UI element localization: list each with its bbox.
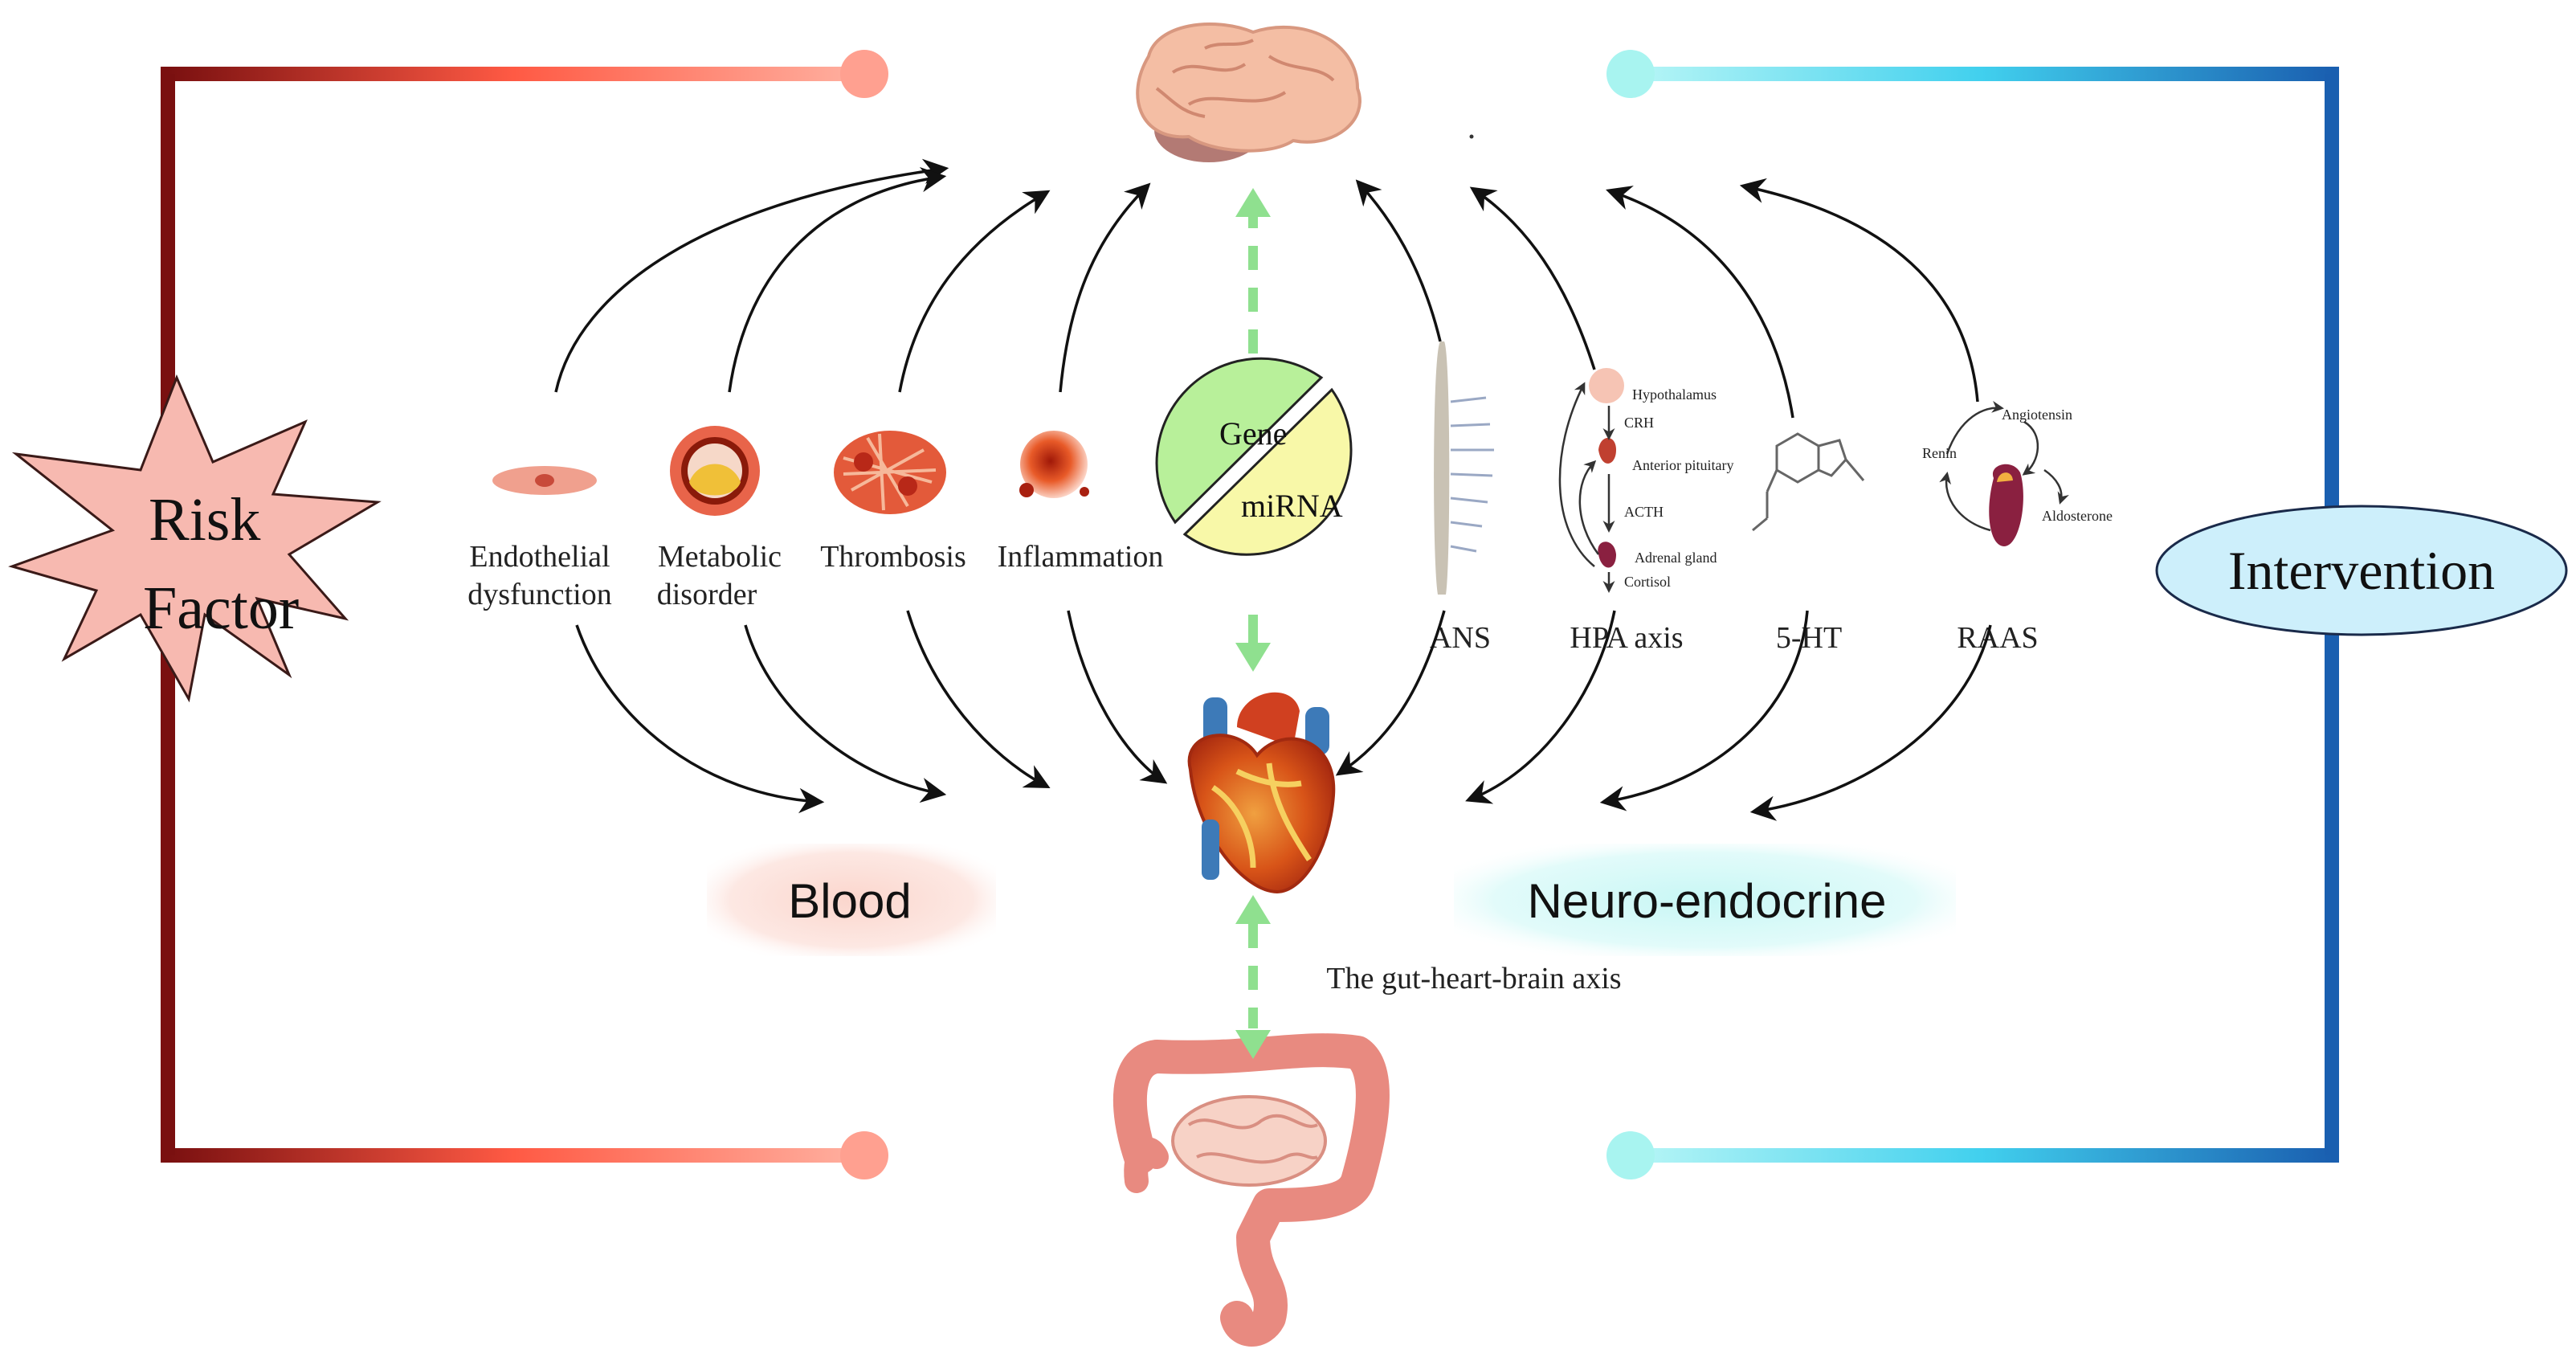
endothelial-label-line1: Endothelial <box>469 540 610 574</box>
metabolic-label-line2: disorder <box>657 578 757 611</box>
risk-factor-starburst: Risk Factor <box>8 374 382 703</box>
gene-label: Gene <box>1219 415 1287 452</box>
arrow-thrombosis-to-brain <box>898 190 1051 393</box>
risk-frame-bottom-dot <box>840 1131 888 1179</box>
risk-factor-label-line1: Risk <box>149 486 260 554</box>
arrow-hpa-to-brain <box>1469 186 1596 370</box>
arrow-metabolic-to-heart <box>744 624 947 803</box>
thrombosis-clot-icon <box>834 431 946 514</box>
arrow-hpa-to-heart <box>1465 610 1616 804</box>
intervention-frame-bottom-dot <box>1606 1131 1655 1179</box>
pituitary-icon <box>1598 438 1616 464</box>
blood-group-label: Blood <box>788 874 911 928</box>
stray-dot <box>1469 134 1474 139</box>
endothelial-cell-icon <box>492 466 597 495</box>
raas-detail: Renin Angiotensin Aldosterone <box>1922 400 2113 546</box>
arrow-inflammation-to-brain <box>1059 182 1151 393</box>
thrombosis-label: Thrombosis <box>820 540 966 574</box>
gene-mirna-circle: Gene miRNA <box>1155 357 1353 556</box>
aldosterone-label: Aldosterone <box>2042 508 2113 524</box>
arrow-5ht-to-brain <box>1606 186 1794 419</box>
acth-label: ACTH <box>1624 504 1664 520</box>
heart-gut-axis-arrow <box>1235 895 1271 1059</box>
arrow-ans-to-brain <box>1355 179 1442 342</box>
gene-brain-axis-arrow <box>1235 188 1271 354</box>
raas-label: RAAS <box>1957 621 2038 655</box>
adrenal-gland-label: Adrenal gland <box>1635 550 1717 566</box>
neuro-label-bg <box>1454 844 1956 956</box>
blood-label-bg <box>707 844 996 956</box>
mirna-label: miRNA <box>1241 488 1343 524</box>
hypothalamus-icon <box>1589 368 1624 403</box>
arrow-raas-to-heart <box>1749 624 1992 821</box>
intervention-frame-top-dot <box>1606 50 1655 98</box>
hpa-axis-detail: Hypothalamus CRH Anterior pituitary ACTH… <box>1558 368 1733 593</box>
intervention-label: Intervention <box>2228 540 2495 601</box>
hpa-axis-label: HPA axis <box>1570 621 1683 655</box>
adrenal-gland-icon <box>1598 542 1616 568</box>
angiotensin-label: Angiotensin <box>2002 407 2072 423</box>
arrow-thrombosis-to-heart <box>906 610 1051 788</box>
anterior-pituitary-label: Anterior pituitary <box>1632 457 1733 473</box>
5ht-label: 5-HT <box>1776 621 1842 655</box>
arrow-endothelial-to-heart <box>575 624 825 814</box>
inflammation-icon <box>1019 431 1089 498</box>
intervention-badge: Intervention <box>2155 505 2568 636</box>
inflammation-label: Inflammation <box>998 540 1164 574</box>
brain-icon <box>1136 22 1361 162</box>
ans-spinal-cord-icon <box>1434 341 1494 595</box>
arrow-ans-to-heart <box>1335 610 1446 776</box>
metabolic-vessel-icon <box>670 426 760 516</box>
cortisol-label: Cortisol <box>1624 574 1671 590</box>
gene-heart-axis-arrow <box>1235 615 1271 672</box>
risk-frame-top-dot <box>840 50 888 98</box>
endothelial-label-line2: dysfunction <box>467 578 611 611</box>
heart-icon <box>1187 692 1336 894</box>
gut-icon <box>1112 1033 1390 1347</box>
kidney-icon <box>1989 464 2023 546</box>
metabolic-label-line1: Metabolic <box>658 540 782 574</box>
risk-factor-label-line2: Factor <box>143 574 299 642</box>
arrow-raas-to-brain <box>1739 178 1979 403</box>
renin-label: Renin <box>1922 445 1957 461</box>
hypothalamus-label: Hypothalamus <box>1632 386 1717 403</box>
neuro-endocrine-group-label: Neuro-endocrine <box>1528 874 1887 928</box>
gut-heart-brain-axis-caption: The gut-heart-brain axis <box>1326 962 1621 995</box>
arrow-metabolic-to-brain <box>728 166 947 393</box>
crh-label: CRH <box>1624 415 1654 431</box>
arrow-5ht-to-heart <box>1599 610 1809 811</box>
serotonin-molecule-icon <box>1752 432 1865 532</box>
arrow-inflammation-to-heart <box>1067 610 1168 784</box>
arrow-endothelial-to-brain <box>554 158 949 393</box>
